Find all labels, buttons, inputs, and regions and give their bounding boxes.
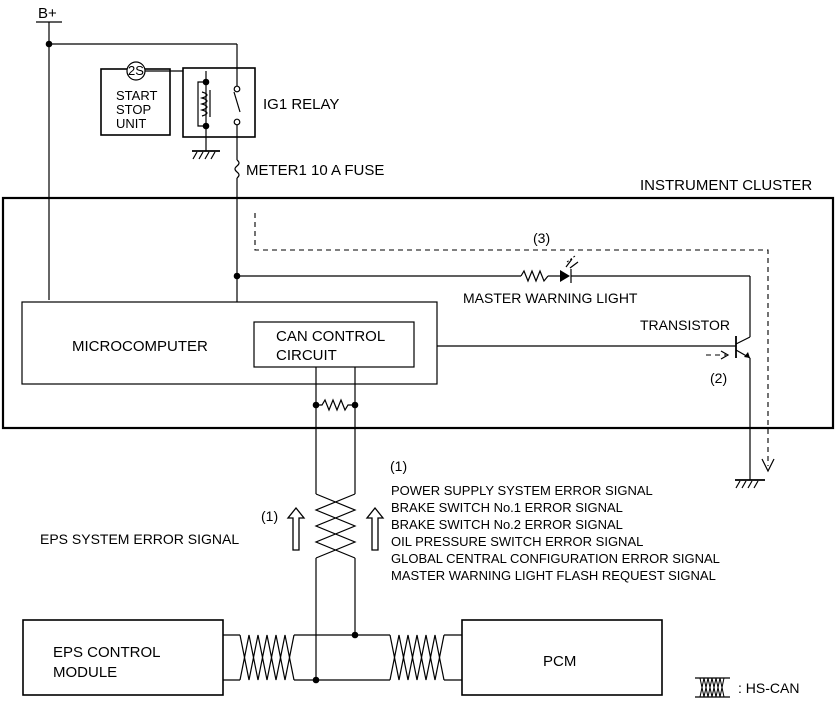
- relay-diode-loop: [197, 81, 206, 127]
- transistor-label: TRANSISTOR: [640, 317, 730, 333]
- start-stop-label-2: STOP: [116, 102, 151, 117]
- microcomputer-label: MICROCOMPUTER: [72, 338, 208, 355]
- can-control-label-2: CIRCUIT: [276, 347, 337, 364]
- eps-control-module-box: [22, 619, 224, 696]
- eps-control-module-label-1: EPS CONTROL: [53, 644, 161, 661]
- signal-list-item-3: BRAKE SWITCH No.2 ERROR SIGNAL: [391, 517, 623, 532]
- eps-system-error-signal-label: EPS SYSTEM ERROR SIGNAL: [40, 531, 239, 547]
- relay-switch-blade: [233, 91, 241, 113]
- master-warning-light-label: MASTER WARNING LIGHT: [463, 290, 638, 306]
- transistor-ground-icon: [735, 480, 759, 489]
- marker-3: (3): [533, 230, 550, 246]
- start-stop-label-3: UNIT: [116, 116, 146, 131]
- warning-light-resistor-icon: [520, 269, 549, 283]
- signal-list-item-4: OIL PRESSURE SWITCH ERROR SIGNAL: [391, 534, 643, 549]
- current-flow-arrow-2: [720, 350, 730, 360]
- marker-2: (2): [710, 370, 727, 386]
- can-twisted-pair-right-icon: [389, 634, 445, 681]
- current-flow-arrow-3: [761, 458, 775, 473]
- relay-ground-icon: [192, 151, 216, 160]
- master-warning-light-led-icon: [560, 255, 579, 283]
- eps-control-module-label-2: MODULE: [53, 664, 117, 681]
- signal-list-item-1: POWER SUPPLY SYSTEM ERROR SIGNAL: [391, 483, 653, 498]
- meter-fuse-icon: [234, 159, 240, 179]
- relay-coil-icon: [199, 91, 208, 117]
- pcm-box: [461, 619, 663, 696]
- hs-can-legend-icon: [695, 677, 730, 698]
- ig1-relay-label: IG1 RELAY: [263, 96, 339, 113]
- signal-list-item-5: GLOBAL CENTRAL CONFIGURATION ERROR SIGNA…: [391, 551, 720, 566]
- transistor-collector: [735, 336, 751, 345]
- marker-1-right: (1): [390, 458, 407, 474]
- microcomputer-box: [21, 301, 438, 385]
- start-stop-label-1: START: [116, 88, 157, 103]
- transistor-emitter-arrow: [744, 352, 750, 358]
- signal-list-up-arrow-icon: [365, 506, 385, 551]
- relay-contact-top: [233, 85, 241, 93]
- instrument-cluster-label: INSTRUMENT CLUSTER: [640, 177, 812, 194]
- relay-contact-bottom: [233, 118, 241, 126]
- marker-1-left: (1): [261, 508, 278, 524]
- instrument-cluster-box: [1, 196, 835, 430]
- meter-fuse-label: METER1 10 A FUSE: [246, 162, 384, 179]
- bus-junction-high: [351, 631, 359, 639]
- bus-junction-low: [312, 676, 320, 684]
- current-flow-path-3: [254, 213, 769, 466]
- can-twisted-pair-left-icon: [239, 634, 295, 681]
- can-twisted-pair-vertical-icon: [314, 493, 357, 559]
- can-control-circuit-box: [253, 321, 415, 368]
- start-stop-connector-label: 2S: [128, 63, 144, 78]
- can-control-label-1: CAN CONTROL: [276, 328, 385, 345]
- ig1-relay-box: [182, 67, 256, 138]
- eps-signal-up-arrow-icon: [286, 506, 306, 551]
- bplus-label: B+: [38, 5, 57, 22]
- pcm-label: PCM: [543, 653, 576, 670]
- signal-list-item-6: MASTER WARNING LIGHT FLASH REQUEST SIGNA…: [391, 568, 716, 583]
- termination-resistor-icon: [316, 398, 355, 412]
- hs-can-legend-label: : HS-CAN: [738, 680, 799, 696]
- signal-list-item-2: BRAKE SWITCH No.1 ERROR SIGNAL: [391, 500, 623, 515]
